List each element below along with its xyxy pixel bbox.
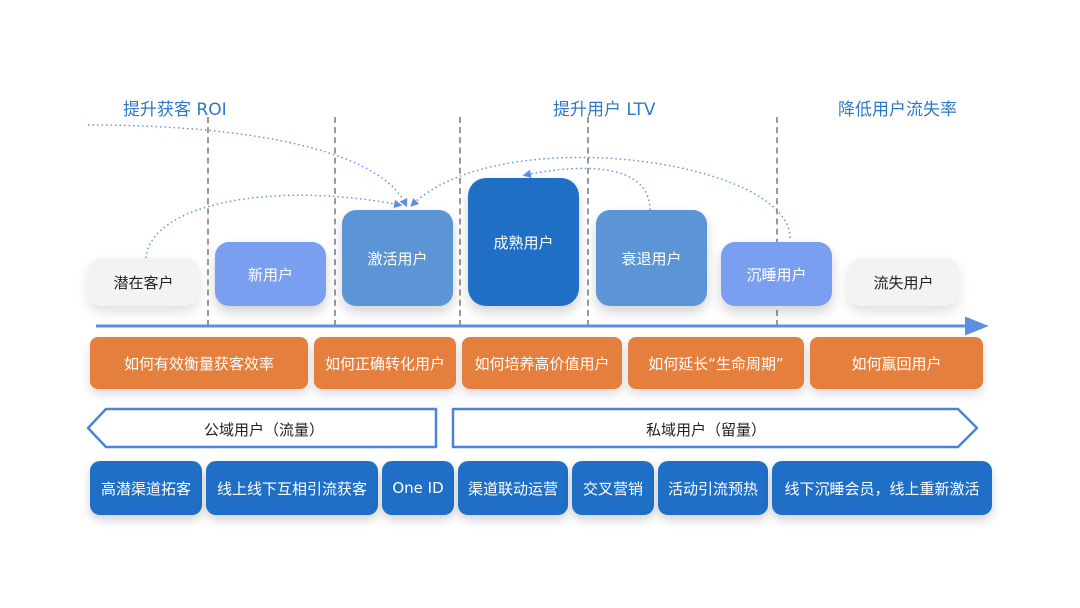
stage-divider [207,117,209,326]
stage-declining: 衰退用户 [596,210,707,306]
stage-divider [587,117,589,326]
private-domain-label: 私域用户（留量） [646,421,767,439]
stage-divider [459,117,461,326]
tactic-cross-marketing: 交叉营销 [572,461,654,515]
goal-churn: 降低用户流失率 [838,100,957,120]
stage-dormant: 沉睡用户 [721,242,832,306]
public-domain-arrow [86,407,438,449]
tactic-event-warmup: 活动引流预热 [658,461,768,515]
question-conversion: 如何正确转化用户 [314,337,456,389]
question-winback: 如何赢回用户 [810,337,983,389]
flow-arrow-inbound [87,124,408,208]
stage-mature: 成熟用户 [468,178,579,306]
flow-arrow-potential-to-activated [145,194,403,259]
public-domain-label: 公域用户（流量） [204,421,325,439]
goal-roi: 提升获客 ROI [123,100,227,120]
stage-divider [334,117,336,326]
stage-divider [776,117,778,326]
flow-arrow-declining-to-mature [522,167,651,211]
private-domain-arrow [451,407,979,449]
tactic-reactivation: 线下沉睡会员，线上重新激活 [772,461,992,515]
flow-arrow-dormant-to-activated [410,156,791,239]
question-lifecycle: 如何延长“生命周期” [628,337,804,389]
tactic-o2o-traffic: 线上线下互相引流获客 [206,461,378,515]
question-acquisition: 如何有效衡量获客效率 [90,337,308,389]
stage-potential: 潜在客户 [88,258,199,306]
goal-ltv: 提升用户 LTV [553,100,656,120]
stage-activated: 激活用户 [342,210,453,306]
tactic-high-potential-channels: 高潜渠道拓客 [90,461,202,515]
tactic-channel-linkage: 渠道联动运营 [458,461,568,515]
stage-churned: 流失用户 [848,258,959,306]
tactic-one-id: One ID [382,461,454,515]
stage-new: 新用户 [215,242,326,306]
question-value: 如何培养高价值用户 [462,337,622,389]
